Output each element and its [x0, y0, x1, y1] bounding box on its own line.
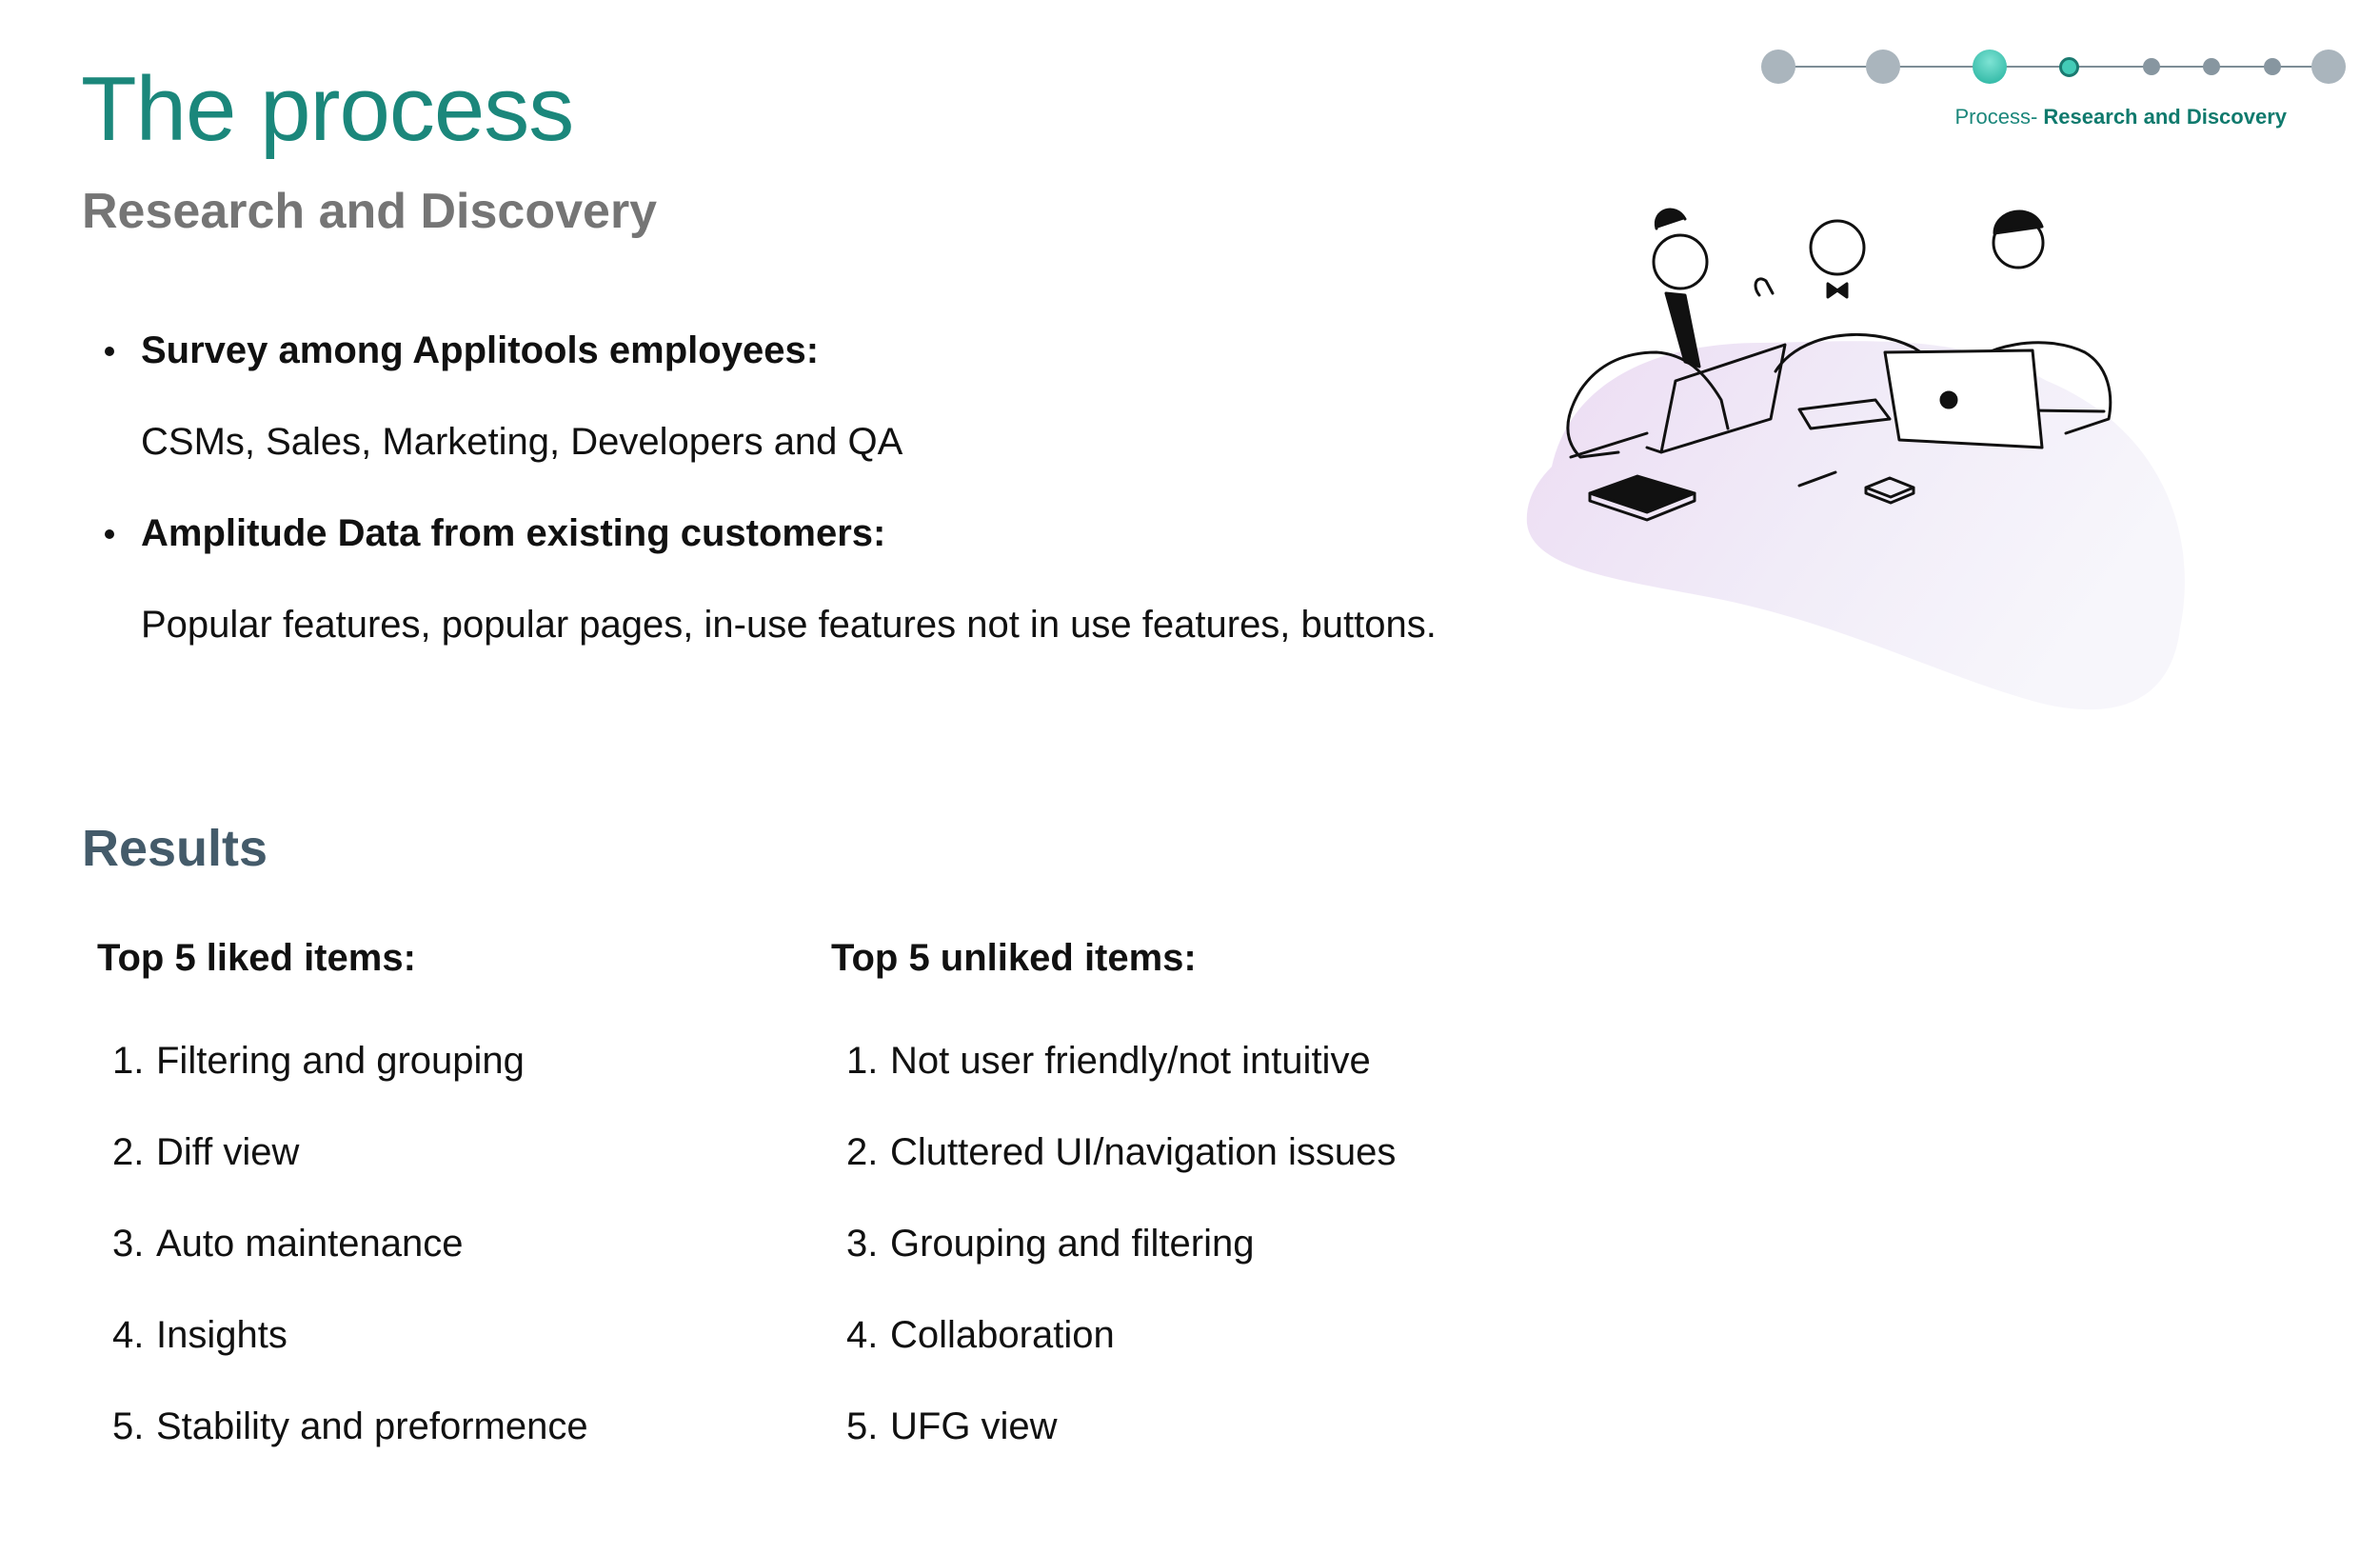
research-list: Survey among Applitools employees: CSMs,…	[95, 324, 1485, 689]
liked-items-heading: Top 5 liked items:	[97, 937, 416, 979]
unliked-items-heading: Top 5 unliked items:	[831, 937, 1197, 979]
step-4-dot[interactable]	[2059, 57, 2079, 77]
step-2-dot[interactable]	[1866, 50, 1900, 84]
unliked-item-label: Collaboration	[890, 1314, 1115, 1356]
unliked-item: 2. Cluttered UI/navigation issues	[831, 1126, 1555, 1179]
list-number: 4.	[846, 1314, 879, 1356]
person-middle-bowtie	[1826, 282, 1849, 299]
unliked-item-label: UFG view	[890, 1405, 1058, 1447]
person-right-hair	[1993, 209, 2044, 235]
liked-item: 5. Stability and preformence	[97, 1400, 821, 1453]
list-number: 5.	[846, 1405, 879, 1447]
research-item-survey: Survey among Applitools employees:	[95, 324, 1485, 377]
unliked-item-label: Cluttered UI/navigation issues	[890, 1131, 1397, 1173]
laptop-logo	[1939, 390, 1958, 409]
unliked-item: 4. Collaboration	[831, 1308, 1555, 1362]
step-7-dot[interactable]	[2264, 58, 2281, 75]
liked-item-label: Insights	[156, 1314, 288, 1356]
step-1-dot[interactable]	[1761, 50, 1795, 84]
liked-item: 3. Auto maintenance	[97, 1217, 821, 1270]
sticky-note	[1864, 476, 1915, 505]
unliked-item: 1. Not user friendly/not intuitive	[831, 1034, 1555, 1087]
person-left-head	[1652, 233, 1709, 290]
person-middle-head	[1809, 219, 1866, 276]
step-3-dot[interactable]	[1973, 50, 2007, 84]
list-number: 3.	[112, 1223, 145, 1265]
list-number: 1.	[112, 1040, 145, 1082]
results-title: Results	[82, 820, 268, 877]
step-6-dot[interactable]	[2203, 58, 2220, 75]
person-left-bun	[1654, 208, 1687, 230]
list-number: 5.	[112, 1405, 145, 1447]
research-item-heading: Survey among Applitools employees:	[141, 329, 820, 371]
page-title: The process	[81, 58, 574, 160]
stepper-line	[1776, 66, 2336, 68]
stepper-label: Process- Research and Discovery	[1955, 105, 2288, 130]
process-stepper	[1752, 38, 2361, 95]
list-number: 2.	[112, 1131, 145, 1173]
unliked-item-label: Grouping and filtering	[890, 1223, 1255, 1265]
unliked-item: 3. Grouping and filtering	[831, 1217, 1555, 1270]
liked-item: 4. Insights	[97, 1308, 821, 1362]
bullet-dot	[105, 347, 114, 356]
person-left-scarf	[1664, 291, 1701, 369]
bullet-dot	[105, 529, 114, 539]
pen	[1797, 470, 1837, 488]
step-8-dot[interactable]	[2311, 50, 2346, 84]
liked-item: 1. Filtering and grouping	[97, 1034, 821, 1087]
team-meeting-illustration	[1526, 208, 2185, 710]
tablet	[1797, 398, 1892, 430]
stepper-label-current: Research and Discovery	[2043, 105, 2287, 129]
list-number: 3.	[846, 1223, 879, 1265]
liked-item-label: Filtering and grouping	[156, 1040, 525, 1082]
research-item-description: CSMs, Sales, Marketing, Developers and Q…	[141, 421, 903, 463]
laptop-left	[1645, 343, 1787, 454]
background-blob	[1526, 341, 2185, 710]
person-left-body	[1566, 350, 1730, 459]
unliked-item: 5. UFG view	[831, 1400, 1555, 1453]
research-item-heading: Amplitude Data from existing customers:	[141, 512, 886, 554]
research-item-description: Popular features, popular pages, in-use …	[141, 604, 1437, 646]
list-number: 1.	[846, 1040, 879, 1082]
liked-items-column: Top 5 liked items: 1. Filtering and group…	[97, 931, 821, 1491]
stepper-label-prefix: Process-	[1954, 105, 2044, 129]
liked-item-label: Diff view	[156, 1131, 300, 1173]
unliked-items-column: Top 5 unliked items: 1. Not user friendly…	[831, 931, 1555, 1491]
page-subtitle: Research and Discovery	[82, 184, 658, 239]
research-item-amplitude: Amplitude Data from existing customers:	[95, 507, 1485, 560]
liked-item-label: Auto maintenance	[156, 1223, 464, 1265]
liked-item: 2. Diff view	[97, 1126, 821, 1179]
liked-item-label: Stability and preformence	[156, 1405, 588, 1447]
laptop-right	[1883, 349, 2044, 449]
list-number: 2.	[846, 1131, 879, 1173]
person-middle-hand	[1754, 277, 1775, 297]
notebook-side	[1588, 491, 1696, 522]
unliked-item-label: Not user friendly/not intuitive	[890, 1040, 1371, 1082]
list-number: 4.	[112, 1314, 145, 1356]
step-5-dot[interactable]	[2143, 58, 2160, 75]
